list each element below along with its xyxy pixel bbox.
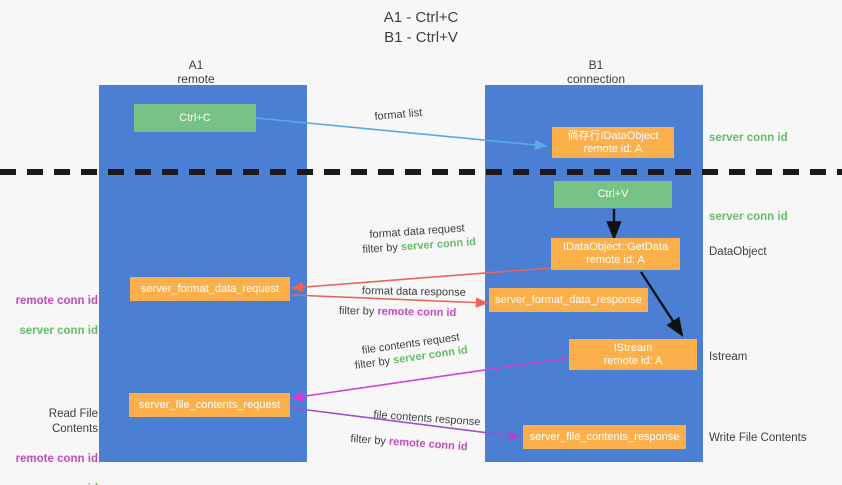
right-label-server-conn-id-top: server conn id xyxy=(709,132,788,144)
node-getdata-label: IDataObject::GetData remote id: A xyxy=(562,241,669,266)
lane-header-a1: A1 remote xyxy=(177,58,215,86)
edge-label-format-list: format list xyxy=(374,106,423,123)
diagram-title: A1 - Ctrl+C B1 - Ctrl+V xyxy=(383,9,459,46)
filter-prefix: filter by xyxy=(362,241,402,256)
node-ctrl-c[interactable]: Ctrl+C xyxy=(134,104,256,132)
left-label-server-conn-id-1: server conn id xyxy=(19,325,98,337)
left-label-remote-conn-id-2: remote conn id xyxy=(15,453,98,465)
right-label-istream: Istream xyxy=(709,351,748,363)
node-server-file-contents-response-label: server_file_contents_response xyxy=(529,430,680,443)
left-label-read-file-contents-group: Read File Contents remote conn id server… xyxy=(6,392,98,485)
edge-label-file-contents-response-filter: filter by remote conn id xyxy=(350,432,468,455)
edge-label-file-contents-response: file contents response xyxy=(373,408,481,429)
filter-prefix: filter by xyxy=(350,432,390,448)
right-label-server-conn-id-second: server conn id xyxy=(709,211,788,223)
node-server-format-data-response[interactable]: server_format_data_response xyxy=(489,288,648,312)
node-ctrl-v[interactable]: Ctrl+V xyxy=(554,181,672,208)
node-idataobject-label: 倘存行IDataObject remote id: A xyxy=(567,129,659,155)
left-label-remote-conn-id-1: remote conn id xyxy=(15,295,98,307)
edge-label-format-data-response: format data response xyxy=(361,284,466,299)
node-server-format-data-request[interactable]: server_format_data_request xyxy=(130,277,290,301)
node-server-file-contents-response[interactable]: server_file_contents_response xyxy=(523,425,686,449)
filter-value-server-conn-id: server conn id xyxy=(400,236,477,254)
node-getdata[interactable]: IDataObject::GetData remote id: A xyxy=(551,238,680,270)
filter-prefix: filter by xyxy=(354,354,394,372)
node-istream[interactable]: IStream remote id: A xyxy=(569,339,697,370)
node-ctrl-c-label: Ctrl+C xyxy=(179,111,211,124)
node-istream-label: IStream remote id: A xyxy=(603,341,663,367)
edge-label-format-data-response-filter: filter by remote conn id xyxy=(339,304,457,321)
left-label-read-file-contents: Read File Contents xyxy=(48,408,98,435)
node-server-file-contents-request-label: server_file_contents_request xyxy=(138,398,281,411)
filter-value-remote-conn-id: remote conn id xyxy=(388,435,469,454)
left-label-server-conn-id-2: server conn id xyxy=(6,482,98,485)
filter-value-remote-conn-id: remote conn id xyxy=(377,305,457,320)
lane-header-b1: B1 connection xyxy=(566,58,626,86)
node-server-file-contents-request[interactable]: server_file_contents_request xyxy=(129,393,290,417)
left-label-conn-ids-top: remote conn id server conn id xyxy=(8,279,98,354)
node-server-format-data-response-label: server_format_data_response xyxy=(495,293,642,306)
node-server-format-data-request-label: server_format_data_request xyxy=(140,282,280,295)
node-idataobject[interactable]: 倘存行IDataObject remote id: A xyxy=(552,127,674,158)
right-label-dataobject: DataObject xyxy=(709,246,767,258)
filter-prefix: filter by xyxy=(338,304,378,318)
right-label-write-file-contents: Write File Contents xyxy=(709,432,807,444)
node-ctrl-v-label: Ctrl+V xyxy=(597,188,629,200)
